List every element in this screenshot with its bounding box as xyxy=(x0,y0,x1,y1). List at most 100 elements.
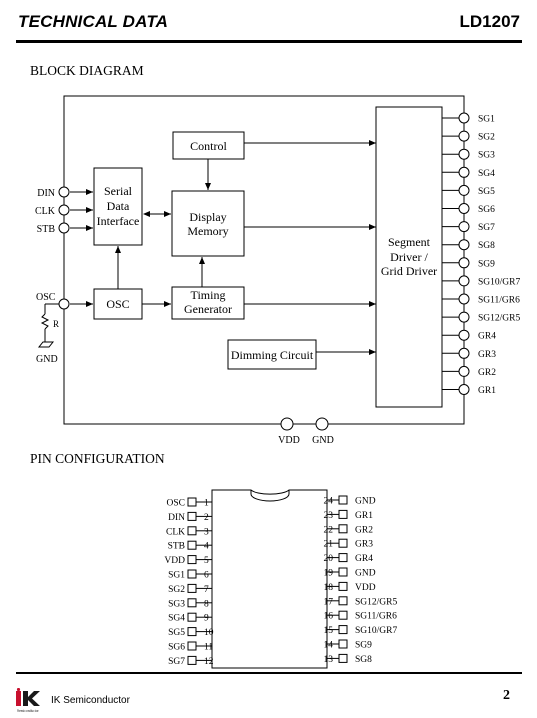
resistor-icon xyxy=(40,313,50,330)
pkg-pin-9: SG4 9 xyxy=(168,612,212,624)
pkg-pin-number: 21 xyxy=(324,540,334,550)
pkg-pin-name: SG8 xyxy=(355,655,372,665)
section-block-diagram: BLOCK DIAGRAM xyxy=(30,63,144,78)
pkg-pin-23: 23 GR1 xyxy=(324,509,373,521)
part-number: LD1207 xyxy=(459,12,520,31)
segment-label-2: Driver / xyxy=(390,250,428,264)
svg-text:SG11/GR6: SG11/GR6 xyxy=(478,296,520,306)
pkg-pin-name: GR1 xyxy=(355,511,373,521)
logo-sub: Semiconductor xyxy=(17,709,40,713)
svg-text:GND: GND xyxy=(312,435,334,446)
svg-text:SG10/GR7: SG10/GR7 xyxy=(478,277,520,287)
pkg-pin-name: SG1 xyxy=(168,571,185,581)
pkg-pin-name: SG4 xyxy=(168,614,185,624)
pkg-pin-number: 9 xyxy=(204,614,209,624)
right-pin-gr1: GR1 xyxy=(442,384,496,396)
company-logo: Semiconductor IK Semiconductor xyxy=(14,688,144,714)
svg-text:SG9: SG9 xyxy=(478,259,495,269)
svg-text:STB: STB xyxy=(37,224,56,235)
pkg-pin-name: SG12/GR5 xyxy=(355,597,397,607)
signal-wires xyxy=(70,140,376,355)
header-rule xyxy=(16,40,522,43)
pkg-pin-number: 5 xyxy=(204,556,209,566)
timing-label-2: Generator xyxy=(184,302,232,316)
pkg-pin-number: 16 xyxy=(324,612,334,622)
right-pin-sg11-gr6: SG11/GR6 xyxy=(442,293,520,306)
svg-text:GND: GND xyxy=(36,354,58,365)
pkg-pin-name: GR3 xyxy=(355,540,373,550)
svg-text:SG3: SG3 xyxy=(478,151,495,161)
pkg-pin-number: 4 xyxy=(204,542,209,552)
pkg-pin-number: 14 xyxy=(324,641,334,651)
pkg-pin-13: 13 SG8 xyxy=(324,653,372,665)
pkg-pin-name: GR4 xyxy=(355,554,373,564)
svg-text:SG6: SG6 xyxy=(478,205,495,215)
pkg-pin-name: GR2 xyxy=(355,525,373,535)
ic-package xyxy=(211,489,328,669)
svg-text:R: R xyxy=(53,319,59,329)
svg-text:SG5: SG5 xyxy=(478,187,495,197)
pkg-pin-number: 20 xyxy=(324,554,334,564)
svg-text:OSC: OSC xyxy=(36,292,56,303)
pkg-pin-21: 21 GR3 xyxy=(324,538,373,550)
right-pin-sg4: SG4 xyxy=(442,166,495,179)
pkg-pin-name: GND xyxy=(355,569,376,579)
right-pin-sg9: SG9 xyxy=(442,257,495,269)
pkg-pin-name: STB xyxy=(168,542,185,552)
display-memory-label-2: Memory xyxy=(187,224,228,238)
serial-label-3: Interface xyxy=(97,214,140,228)
control-label: Control xyxy=(190,139,227,153)
svg-text:SG7: SG7 xyxy=(478,223,495,233)
pkg-pin-name: SG9 xyxy=(355,641,372,651)
right-pin-sg5: SG5 xyxy=(442,184,495,197)
pkg-pin-20: 20 GR4 xyxy=(324,553,373,564)
pkg-pin-24: 24 GND xyxy=(324,495,376,507)
page-number: 2 xyxy=(503,688,510,703)
pkg-pin-number: 18 xyxy=(324,583,334,593)
package-notch xyxy=(250,490,290,502)
segment-label-1: Segment xyxy=(388,235,431,249)
right-pin-sg7: SG7 xyxy=(442,221,495,233)
pkg-pin-name: VDD xyxy=(355,583,376,593)
left-pin-din: DIN xyxy=(37,186,70,199)
svg-text:GR2: GR2 xyxy=(478,368,496,378)
right-pin-sg8: SG8 xyxy=(442,239,495,251)
osc-block: OSC xyxy=(93,288,143,320)
pkg-pin-6: SG1 6 xyxy=(168,569,212,581)
bottom-pin-vdd: VDD xyxy=(278,417,300,446)
right-pin-sg6: SG6 xyxy=(442,203,495,215)
section-pin-configuration: PIN CONFIGURATION xyxy=(30,451,165,466)
serial-label-2: Data xyxy=(107,199,130,213)
pkg-pin-number: 23 xyxy=(324,511,334,521)
svg-text:GR3: GR3 xyxy=(478,350,496,360)
right-pin-gr3: GR3 xyxy=(442,347,496,360)
pkg-pin-number: 13 xyxy=(324,655,334,665)
right-pin-group: SG1SG2SG3SG4SG5SG6SG7SG8SG9SG10/GR7SG11/… xyxy=(442,112,520,396)
segment-driver-block: Segment Driver / Grid Driver xyxy=(375,106,443,408)
svg-text:SG8: SG8 xyxy=(478,241,495,251)
pkg-pin-number: 11 xyxy=(204,643,213,653)
bottom-pin-gnd: GND xyxy=(312,417,334,446)
dimming-circuit-block: Dimming Circuit xyxy=(227,339,317,370)
pkg-pin-number: 24 xyxy=(324,497,334,507)
serial-interface-block: Serial Data Interface xyxy=(93,167,143,246)
control-block: Control xyxy=(172,131,245,160)
pkg-pin-number: 6 xyxy=(204,571,209,581)
pkg-pin-name: GND xyxy=(355,497,376,507)
pkg-pin-name: CLK xyxy=(166,527,185,537)
pkg-pin-name: DIN xyxy=(168,513,185,523)
pkg-pin-name: SG11/GR6 xyxy=(355,612,397,622)
display-memory-label-1: Display xyxy=(189,210,226,224)
pkg-pin-number: 15 xyxy=(324,626,334,636)
svg-text:SG2: SG2 xyxy=(478,133,495,143)
dimming-label: Dimming Circuit xyxy=(231,348,314,362)
svg-text:VDD: VDD xyxy=(278,435,300,446)
pkg-pin-number: 10 xyxy=(204,628,214,638)
svg-text:GR1: GR1 xyxy=(478,386,496,396)
